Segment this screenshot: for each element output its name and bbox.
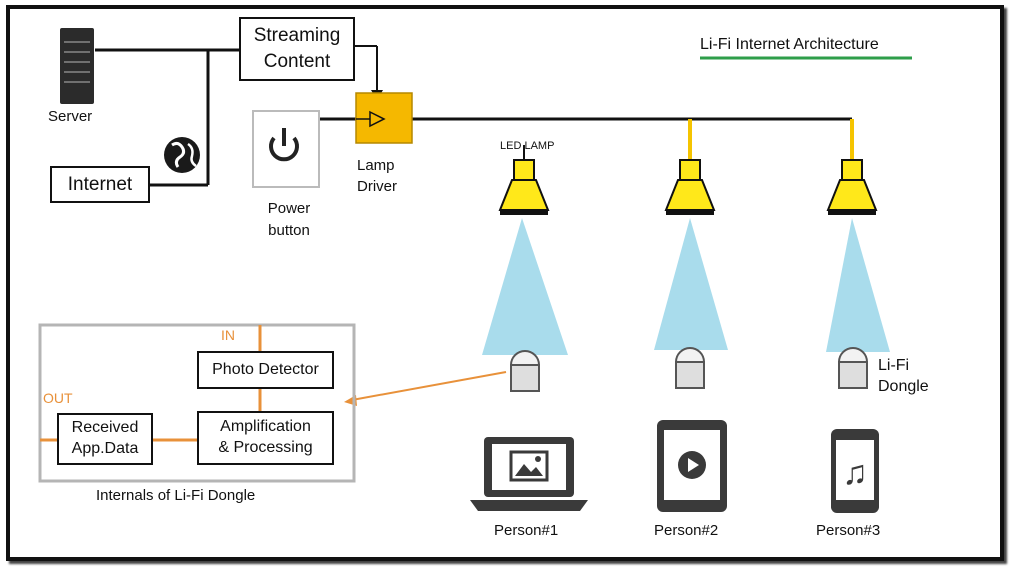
led-lamp-label: LED LAMP [500,140,555,152]
dongle-icon [510,350,540,392]
person-label: Person#3 [816,522,881,539]
photo-detector-box: Photo Detector [197,351,334,389]
amplification-box: Amplification & Processing [197,411,334,465]
lifi-dongle-label: Li-Fi Dongle [878,357,929,395]
person-label: Person#2 [654,522,719,539]
led-lamp-icon [664,159,716,215]
server-label: Server [48,108,93,125]
dongle-icon [675,347,705,389]
person-label: Person#1 [494,522,559,539]
power-button-label: Power button [267,200,311,239]
led-lamp-icon [826,159,878,215]
dongle-internals-caption: Internals of Li-Fi Dongle [96,487,256,504]
light-beam [482,218,568,355]
out-label: OUT [43,390,73,406]
light-beam [654,218,728,350]
internet-box: Internet [50,166,150,203]
tablet-icon [657,420,727,512]
light-beam [826,218,890,352]
server-icon [60,28,94,104]
streaming-content-box: Streaming Content [239,17,355,81]
diagram-title: Li-Fi Internet Architecture [700,36,879,53]
dongle-arrow [351,371,507,401]
in-label: IN [221,327,235,343]
lamp-driver-label: Lamp Driver [357,157,397,195]
received-data-box: Received App.Data [57,413,153,465]
led-lamp-icon [498,159,550,215]
globe-icon [164,137,200,173]
laptop-icon [470,437,588,511]
phone-icon: ♫ [831,429,879,513]
dongle-internals-frame [38,323,356,483]
dongle-icon [838,347,868,389]
power-button-icon [252,110,320,188]
lamp-driver-icon [355,92,413,144]
svg-text:♫: ♫ [842,454,868,492]
